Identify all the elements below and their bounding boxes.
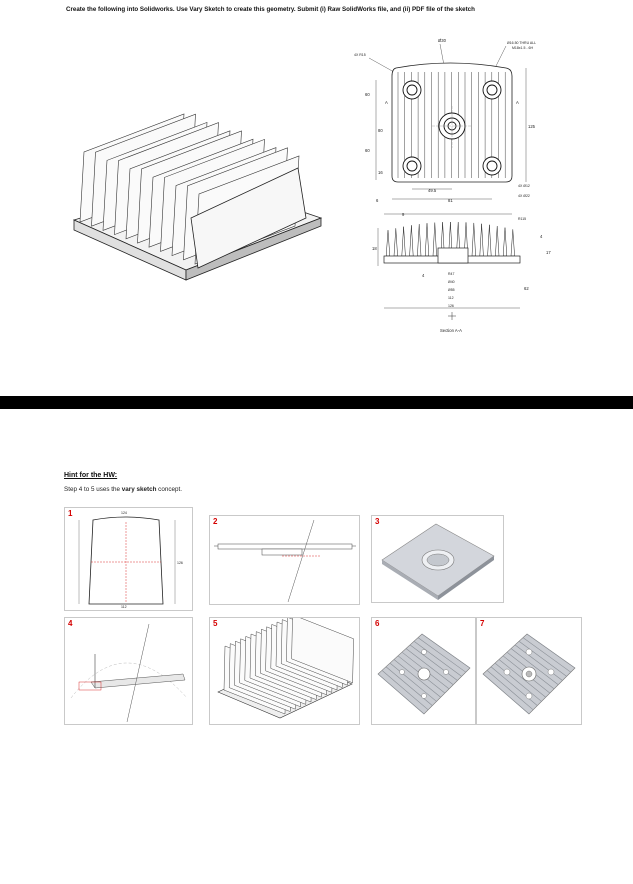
step-2-number: 2 (213, 517, 218, 526)
hint-text-after: concept. (156, 486, 182, 493)
dim-81: 81 (448, 198, 453, 203)
dim-16: 16 (378, 170, 383, 175)
isometric-heatsink-figure (72, 113, 323, 281)
section-marker-a-left: A (385, 100, 388, 105)
dim-r115: R115 (518, 217, 526, 221)
step-1-dim-side: 126 (177, 561, 183, 565)
dim-80: 80 (378, 128, 383, 133)
dim-d40: Ø40 (448, 280, 455, 284)
step-3-panel: 3 (371, 515, 504, 603)
dim-r47: R47 (448, 272, 454, 276)
dim-dia-30: Ø30 (438, 38, 447, 43)
step-1-dim-bottom: 112 (121, 605, 127, 609)
step-4-number: 4 (68, 619, 73, 628)
step-2-panel: 2 (209, 515, 360, 605)
section-caption: Section A-A (440, 328, 462, 333)
assignment-instructions: Create the following into Solidworks. Us… (66, 6, 475, 13)
step-4-panel: 4 (64, 617, 193, 725)
dim-thread: M18x1.5 - 6H (512, 46, 533, 50)
dim-4-right: 4 (540, 234, 543, 239)
dim-112: 112 (448, 296, 454, 300)
hint-text-bold: vary sketch (121, 486, 157, 493)
step-1-number: 1 (68, 509, 73, 518)
step-3-number: 3 (375, 517, 380, 526)
dim-d55: Ø55 (448, 288, 455, 292)
hint-text-before: Step 4 to 5 uses the (64, 486, 122, 493)
document-page-2: Hint for the HW: Step 4 to 5 uses the va… (0, 409, 633, 884)
hint-text: Step 4 to 5 uses the vary sketch concept… (64, 486, 182, 493)
dim-6: 6 (376, 198, 379, 203)
step-1-panel: 124 112 126 1 (64, 507, 193, 611)
dim-4-left: 4 (422, 273, 425, 278)
document-page-1: Create the following into Solidworks. Us… (0, 0, 633, 396)
section-marker-a-right: A (516, 100, 519, 105)
step-6-number: 6 (375, 619, 380, 628)
dim-radius: 4X R15 (354, 53, 366, 57)
dim-holes-12: 4X Ø12 (518, 184, 530, 188)
dim-60-bottom: 60 (365, 148, 370, 153)
section-view-drawing: 9 R115 18 4 17 62 4 R47 Ø40 Ø55 112 126 … (372, 212, 551, 333)
dim-60-top: 60 (365, 92, 370, 97)
dim-49-5: 49.5 (428, 188, 437, 193)
dim-18: 18 (372, 246, 377, 251)
step-5-panel: 5 (209, 617, 360, 725)
dim-62: 62 (524, 286, 529, 291)
dim-9: 9 (402, 212, 405, 217)
dim-125: 125 (528, 124, 536, 129)
step-7-number: 7 (480, 619, 485, 628)
top-view-drawing: Ø30 Ø16.50 THRU ALL M18x1.5 - 6H 4X R15 … (354, 38, 536, 203)
dim-thru-hole: Ø16.50 THRU ALL (507, 41, 536, 45)
step-7-panel: 7 (476, 617, 582, 725)
dim-17: 17 (546, 250, 551, 255)
step-6-panel: 6 (371, 617, 476, 725)
dim-126: 126 (448, 304, 454, 308)
hint-title: Hint for the HW: (64, 472, 118, 479)
dim-holes-22: 4X Ø22 (518, 194, 530, 198)
step-1-dim-top: 124 (121, 511, 127, 515)
step-5-number: 5 (213, 619, 218, 628)
